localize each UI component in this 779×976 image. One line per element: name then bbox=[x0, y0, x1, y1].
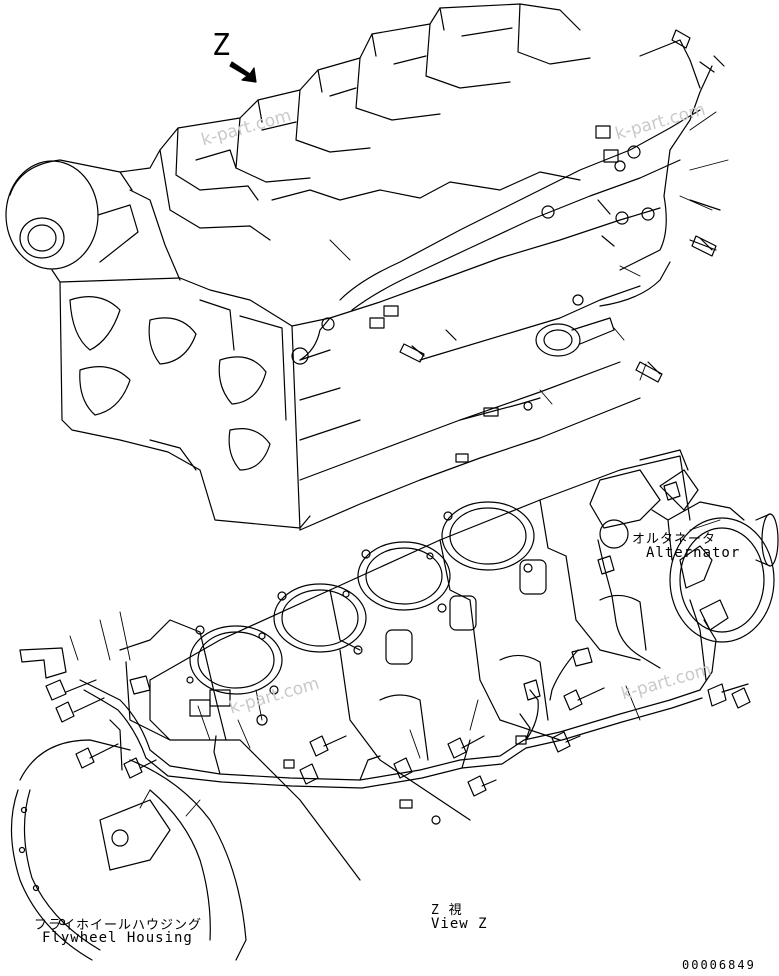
cylinder-block-side bbox=[259, 449, 689, 881]
gear-case bbox=[119, 619, 231, 741]
upper-connectors bbox=[291, 29, 725, 463]
cylinder-head-covers bbox=[159, 3, 591, 241]
view-z-arrow bbox=[229, 61, 257, 83]
cylinder-block-deck bbox=[149, 455, 691, 761]
wiring-harness-upper bbox=[299, 39, 721, 421]
view-z-letter: Z bbox=[212, 28, 231, 63]
turbocharger bbox=[5, 159, 139, 270]
upper-engine-view bbox=[5, 3, 729, 531]
view-z-label-en: View Z bbox=[431, 916, 488, 932]
view-z-label-jp: Z 視 bbox=[431, 903, 463, 918]
alternator-label-en: Alternator bbox=[646, 545, 741, 561]
flywheel-housing-label-jp: フライホイールハウジング bbox=[34, 918, 203, 933]
leader-lines-lower bbox=[69, 499, 721, 817]
alternator-label-jp: オルタネータ bbox=[632, 532, 717, 547]
flywheel-housing-label-en: Flywheel Housing bbox=[42, 930, 193, 946]
wiring-harness-lower bbox=[79, 539, 717, 789]
lower-connectors bbox=[19, 481, 751, 825]
cylinder-block-upper bbox=[51, 149, 661, 531]
leader-lines-upper bbox=[329, 111, 729, 405]
lower-engine-view bbox=[10, 449, 779, 961]
flywheel-housing bbox=[10, 719, 247, 961]
drawing-number: 00006849 bbox=[682, 958, 756, 972]
